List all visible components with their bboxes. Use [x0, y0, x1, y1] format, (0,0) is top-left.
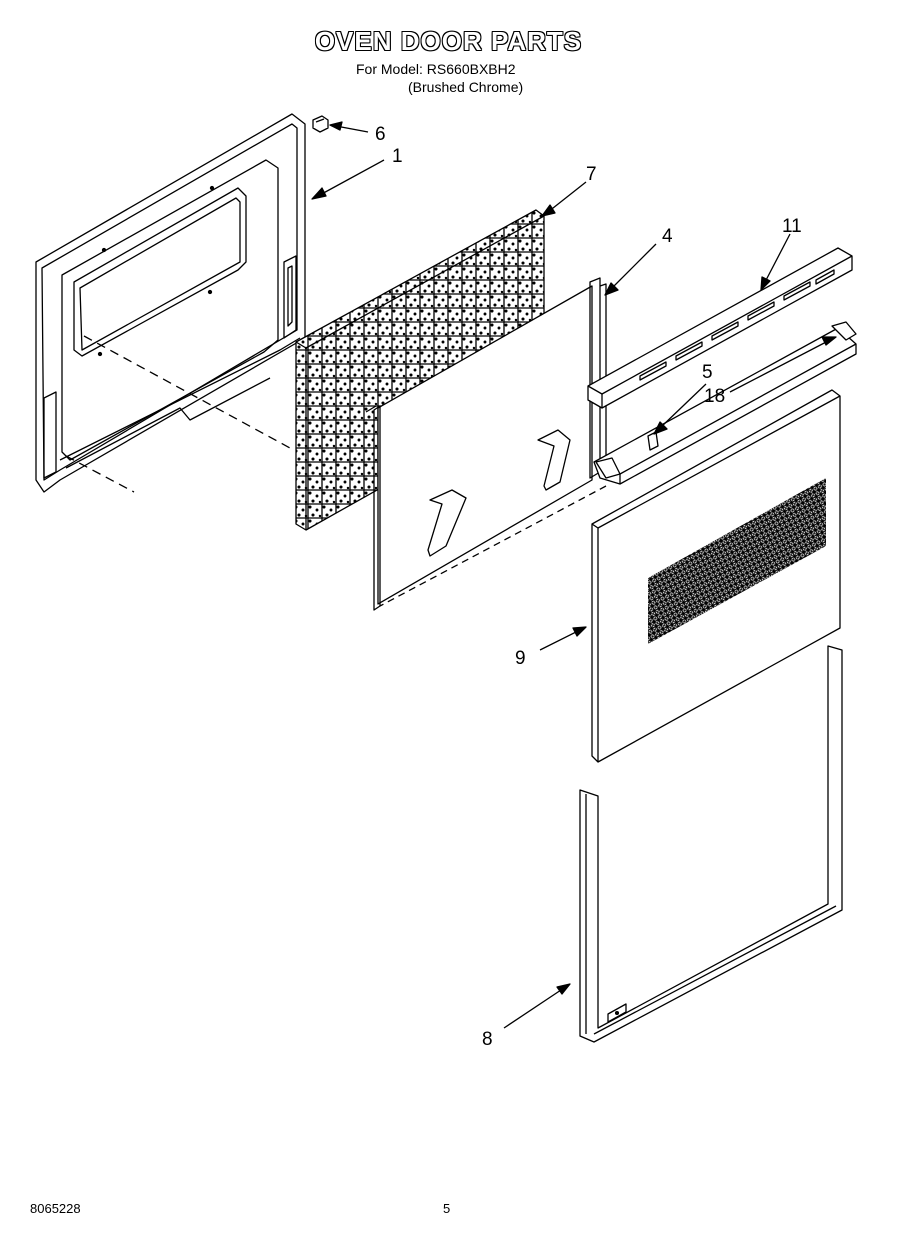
leader-lines: [311, 121, 837, 1029]
callout-5: 5: [702, 362, 713, 383]
screw-part-6: [312, 115, 329, 133]
callout-9: 9: [515, 648, 526, 669]
inner-glass-part-4: [365, 277, 607, 611]
callout-8: 8: [482, 1029, 493, 1050]
hinge-clip-part-5: [647, 431, 659, 451]
page-number: 5: [443, 1201, 451, 1216]
model-line: For Model: RS660BXBH2: [356, 61, 516, 77]
door-frame-part-8: [579, 645, 843, 1043]
callout-7: 7: [586, 164, 597, 185]
callout-6: 6: [375, 124, 386, 145]
callout-11: 11: [782, 216, 802, 237]
page-title: OVEN DOOR PARTS: [314, 26, 583, 56]
outer-door-glass-part-9: [591, 389, 841, 763]
hinge-rail-part-18: [593, 321, 857, 485]
inner-door-liner-part-1: [35, 113, 306, 493]
finish-line: (Brushed Chrome): [408, 79, 524, 95]
callout-4: 4: [662, 226, 673, 247]
top-vent-trim-part-11: [587, 247, 853, 409]
callout-18: 18: [704, 386, 726, 407]
document-number: 8065228: [30, 1201, 81, 1216]
callout-1: 1: [392, 146, 403, 167]
